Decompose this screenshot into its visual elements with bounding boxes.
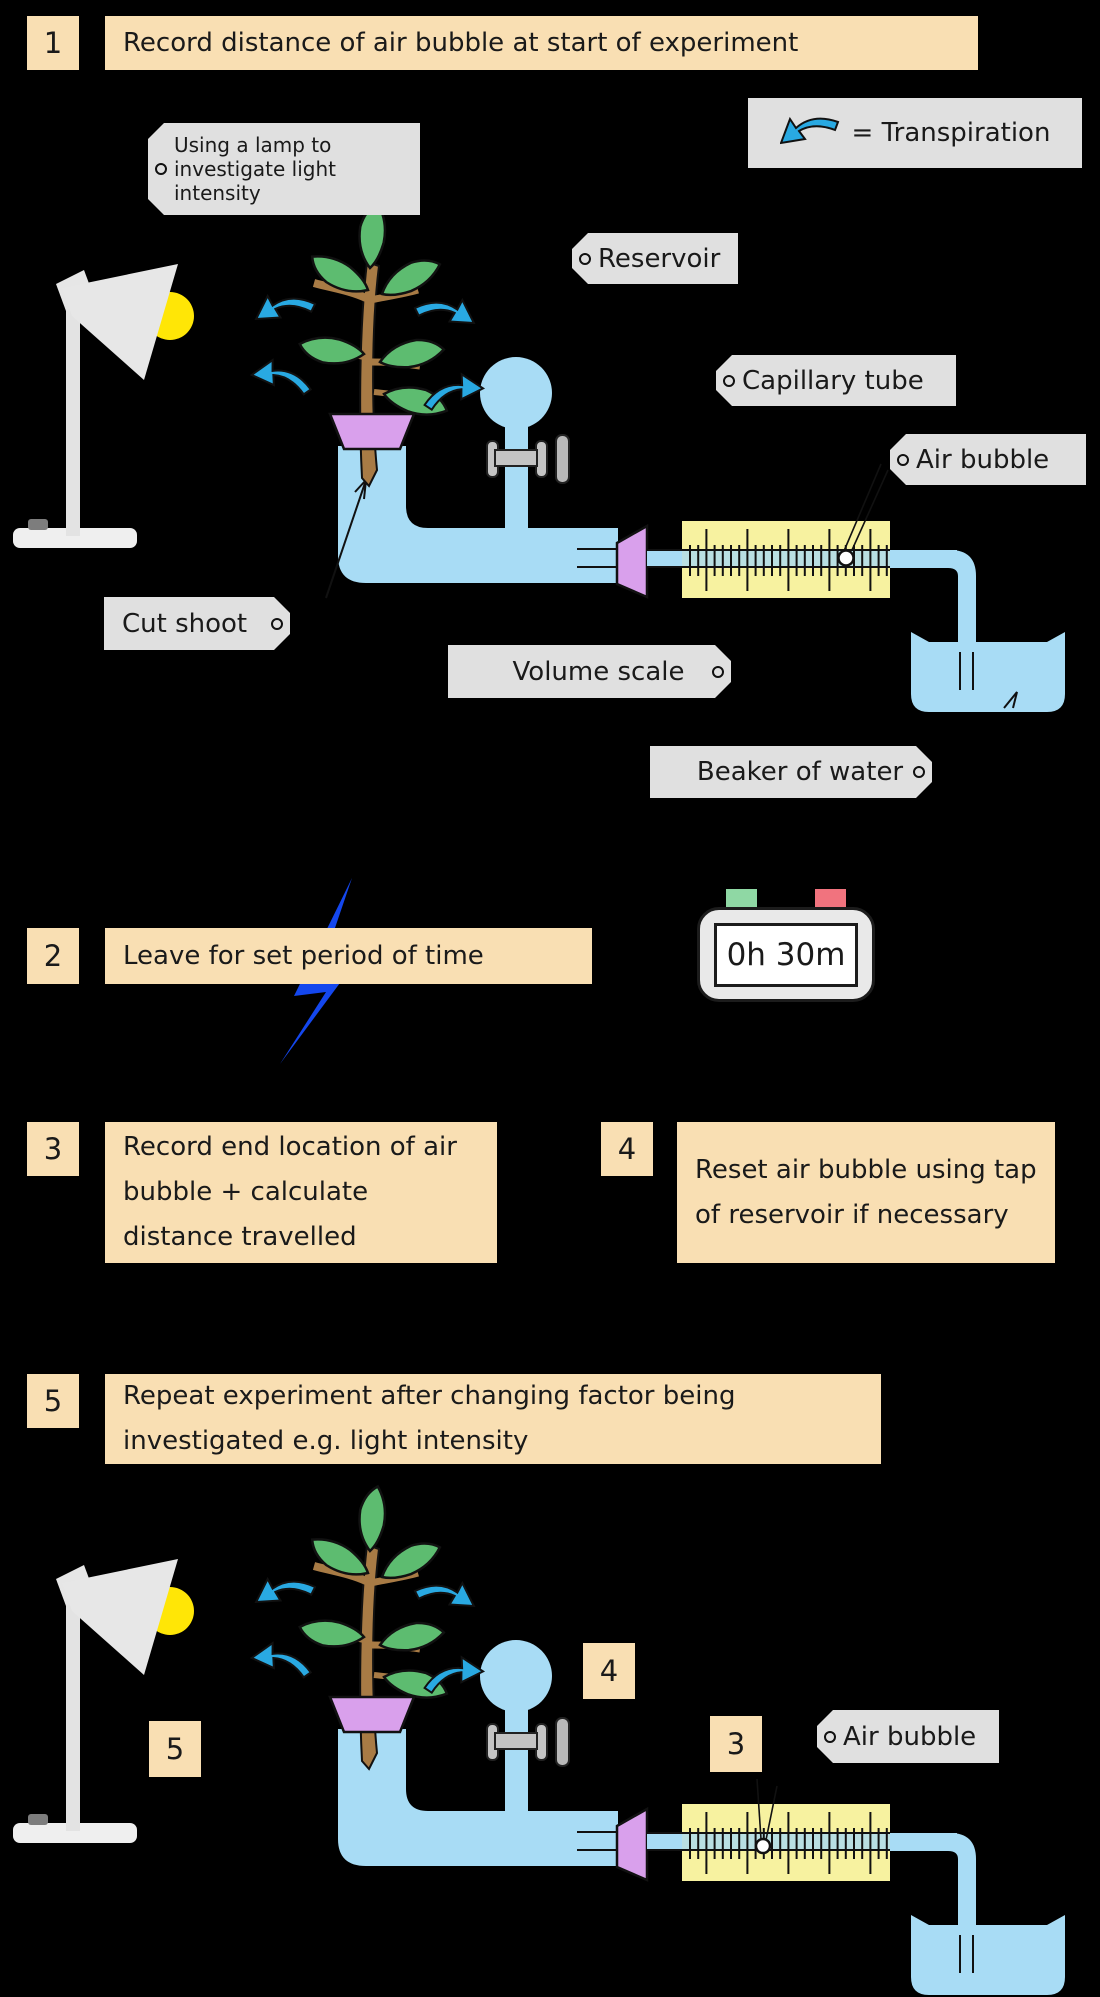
water-uptake-arrow	[325, 482, 366, 599]
stopwatch: 0h 30m	[697, 907, 875, 1002]
label-beaker-of-water-text: Beaker of water	[696, 757, 904, 787]
step-5-badge: 5	[27, 1374, 79, 1428]
lamp-top-icon	[11, 262, 196, 550]
air-bubble-bottom-group	[754, 1778, 778, 1855]
tag-hole-icon	[155, 163, 167, 175]
tag-hole-icon	[913, 766, 925, 778]
tag-hole-icon	[897, 454, 909, 466]
tag-hole-icon	[579, 253, 591, 265]
air-bubble-bottom-icon	[754, 1837, 772, 1855]
step-2-text: Leave for set period of time	[105, 928, 592, 984]
air-bubble-pointer-bottom	[756, 1778, 762, 1840]
potometer-bottom	[336, 1638, 1067, 1997]
lamp-bottom-icon	[11, 1557, 196, 1845]
repeat-badge-reservoir-tap: 4	[583, 1643, 635, 1699]
step-3-badge: 3	[27, 1122, 79, 1176]
repeat-badge-air-bubble: 3	[710, 1716, 762, 1772]
label-using-lamp-text: Using a lamp to investigate light intens…	[174, 133, 336, 205]
label-using-lamp: Using a lamp to investigate light intens…	[148, 123, 420, 215]
transpiration-arrow-icon	[779, 116, 839, 145]
label-air-bubble-top: Air bubble	[890, 434, 1086, 485]
legend-text: = Transpiration	[851, 118, 1051, 148]
label-air-bubble-top-text: Air bubble	[916, 444, 1050, 475]
label-capillary-tube-text: Capillary tube	[742, 365, 924, 396]
stopwatch-stop-button	[815, 889, 846, 909]
tag-hole-icon	[824, 1731, 836, 1743]
step-4-text: Reset air bubble using tap of reservoir …	[677, 1122, 1055, 1263]
volume-scale-ticks-bottom	[689, 1812, 888, 1874]
step-1-text: Record distance of air bubble at start o…	[105, 16, 978, 70]
step-2-badge: 2	[27, 928, 79, 984]
transpiration-legend: = Transpiration	[748, 98, 1082, 168]
step-3-text: Record end location of air bubble + calc…	[105, 1122, 497, 1263]
beaker-water-mark	[1003, 691, 1018, 709]
label-cut-shoot-text: Cut shoot	[122, 608, 248, 639]
tag-hole-icon	[723, 375, 735, 387]
label-reservoir-text: Reservoir	[598, 243, 721, 274]
step-4-badge: 4	[601, 1122, 653, 1176]
label-air-bubble-bottom-text: Air bubble	[843, 1721, 977, 1752]
potometer-top	[325, 355, 1067, 714]
tag-hole-icon	[712, 666, 724, 678]
label-reservoir: Reservoir	[572, 233, 738, 284]
air-bubble-top-icon	[837, 549, 855, 567]
label-beaker-of-water: Beaker of water	[650, 746, 932, 798]
label-cut-shoot: Cut shoot	[104, 597, 290, 650]
air-bubble-pointer-top	[843, 463, 882, 552]
stopwatch-display: 0h 30m	[714, 922, 858, 987]
plant-shoot-bottom-icon	[252, 1485, 483, 1769]
label-volume-scale-text: Volume scale	[512, 656, 685, 687]
step-1-badge: 1	[27, 16, 79, 70]
label-volume-scale: Volume scale	[448, 645, 731, 698]
repeat-badge-lamp: 5	[149, 1721, 201, 1777]
step-5-text: Repeat experiment after changing factor …	[105, 1374, 881, 1464]
label-air-bubble-bottom: Air bubble	[817, 1710, 999, 1763]
label-capillary-tube: Capillary tube	[716, 355, 956, 406]
plant-shoot-top-icon	[252, 202, 483, 486]
tag-hole-icon	[271, 618, 283, 630]
stopwatch-start-button	[726, 889, 757, 909]
volume-scale-ticks-top	[689, 529, 888, 591]
